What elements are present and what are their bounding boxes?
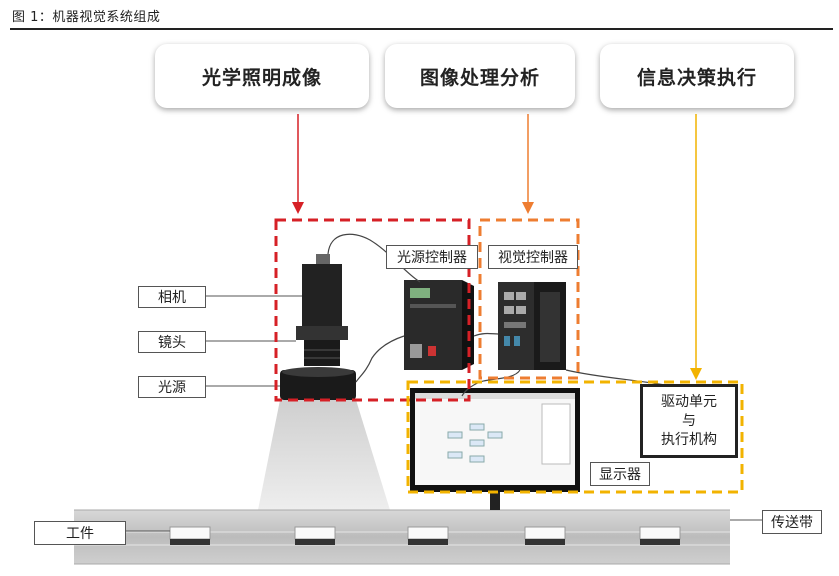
label-workpiece: 工件 (34, 521, 126, 545)
light-controller-device (404, 280, 474, 370)
label-camera: 相机 (138, 286, 206, 308)
stage-decision: 信息决策执行 (600, 44, 794, 108)
label-conveyor: 传送带 (762, 510, 822, 534)
label-light-controller: 光源控制器 (386, 245, 478, 269)
vision-controller-device (498, 282, 566, 370)
light-beam (258, 400, 390, 510)
ring-light (280, 367, 356, 400)
label-light: 光源 (138, 376, 206, 398)
label-lens: 镜头 (138, 331, 206, 353)
label-display: 显示器 (590, 462, 650, 486)
workpieces (169, 526, 681, 545)
label-drive-unit: 驱动单元 与 执行机构 (640, 384, 738, 458)
camera (296, 254, 348, 366)
stage-processing: 图像处理分析 (385, 44, 575, 108)
yellow-dashed-group (406, 380, 744, 494)
caption-rule (10, 28, 833, 30)
figure-caption: 图 1：机器视觉系统组成 (12, 10, 161, 25)
stage-imaging: 光学照明成像 (155, 44, 369, 108)
red-dashed-group (274, 218, 471, 402)
monitor-device (410, 388, 580, 510)
label-vision-controller: 视觉控制器 (488, 245, 578, 269)
orange-dashed-group (478, 218, 580, 380)
